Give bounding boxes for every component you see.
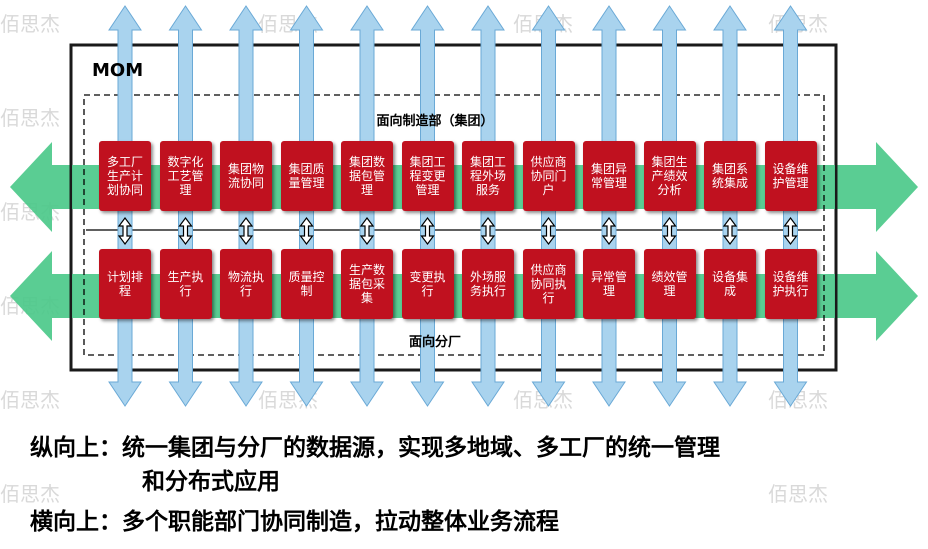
group-function-cell: 供应商协同门户 (522, 141, 575, 211)
group-function-cell: 集团工程外场服务 (462, 141, 514, 211)
group-function-cell-label: 集团工程变更管理 (409, 155, 446, 197)
group-function-cell: 集团工程变更管理 (401, 141, 454, 211)
factory-function-cell-label: 供应商协同执行 (530, 263, 567, 305)
group-function-cell: 集团异常管理 (583, 141, 635, 211)
factory-function-cell: 供应商协同执行 (522, 249, 575, 319)
dashed-frame (83, 94, 825, 356)
factory-function-cell: 绩效管理 (643, 249, 696, 319)
factory-function-cell-label: 物流执行 (227, 270, 264, 298)
connector-arrow (662, 217, 677, 245)
factory-function-cell: 外场服务执行 (462, 249, 514, 319)
factory-function-cell: 变更执行 (401, 249, 454, 319)
group-function-cell: 数字化工艺管理 (159, 141, 212, 211)
group-function-cell-label: 集团异常管理 (590, 162, 627, 190)
group-function-cell-label: 集团质量管理 (288, 162, 325, 190)
connector-arrow (420, 217, 435, 245)
connector-arrow (359, 217, 375, 245)
watermark: 佰思杰 (0, 106, 60, 130)
group-function-cell-label: 多工厂生产计划协同 (106, 155, 143, 197)
group-label: 面向制造部（集团） (376, 114, 494, 129)
group-function-cell: 集团生产绩效分析 (643, 141, 696, 211)
connector-arrow (178, 217, 193, 245)
factory-function-cell: 设备维护执行 (764, 249, 817, 319)
connector-arrow (299, 217, 314, 245)
factory-function-cell-label: 绩效管理 (651, 270, 688, 298)
factory-function-cell-label: 生产执行 (167, 270, 204, 298)
factory-function-cell: 计划排程 (99, 249, 151, 319)
vertical-description: 纵向上：统一集团与分厂的数据源，实现多地域、多工厂的统一管理 (30, 435, 720, 461)
factory-function-cell: 质量控制 (280, 249, 333, 319)
horizontal-description: 横向上：多个职能部门协同制造，拉动整体业务流程 (30, 509, 559, 535)
connector-arrow (783, 217, 798, 245)
group-function-cell-label: 供应商协同门户 (530, 155, 567, 197)
group-function-cell: 集团质量管理 (280, 141, 333, 211)
group-function-cell-label: 集团工程外场服务 (469, 155, 506, 197)
mom-label: MOM (92, 60, 144, 81)
factory-function-cell: 物流执行 (220, 249, 272, 319)
connector-arrow (238, 217, 254, 245)
connector-arrow (117, 217, 133, 245)
group-function-cell-label: 集团物流协同 (227, 162, 264, 190)
factory-function-cell: 生产数据包采集 (341, 249, 393, 319)
group-function-cell-label: 数字化工艺管理 (167, 155, 204, 197)
connector-arrow (480, 217, 496, 245)
group-function-cell-label: 集团系统集成 (711, 162, 748, 190)
factory-function-cell-label: 变更执行 (409, 270, 446, 298)
group-function-cell: 集团物流协同 (220, 141, 272, 211)
factory-function-cell-label: 质量控制 (288, 270, 325, 298)
watermark: 佰思杰 (0, 388, 60, 412)
connector-arrow (601, 217, 617, 245)
factory-function-cell: 设备集成 (704, 249, 756, 319)
factory-function-cell-label: 生产数据包采集 (348, 263, 385, 305)
factory-function-cell: 异常管理 (583, 249, 635, 319)
group-function-cell: 集团数据包管理 (341, 141, 393, 211)
group-function-cell-label: 集团数据包管理 (348, 155, 385, 197)
watermark: 佰思杰 (0, 12, 60, 36)
factory-function-cell-label: 异常管理 (590, 270, 627, 298)
vertical-description-cont: 和分布式应用 (142, 469, 280, 495)
group-function-cell-label: 设备维护管理 (772, 162, 809, 190)
factory-function-cell-label: 计划排程 (106, 270, 143, 298)
watermark: 佰思杰 (768, 482, 828, 506)
factory-function-cell-label: 设备集成 (711, 270, 748, 298)
connector-arrow (722, 217, 738, 245)
watermark: 佰思杰 (0, 482, 60, 506)
factory-function-cell-label: 外场服务执行 (469, 270, 506, 298)
group-function-cell-label: 集团生产绩效分析 (651, 155, 688, 197)
group-function-cell: 集团系统集成 (704, 141, 756, 211)
factory-function-cell-label: 设备维护执行 (772, 270, 809, 298)
connector-arrow (541, 217, 556, 245)
factory-label: 面向分厂 (408, 335, 461, 350)
group-function-cell: 设备维护管理 (764, 141, 817, 211)
factory-function-cell: 生产执行 (159, 249, 212, 319)
group-function-cell: 多工厂生产计划协同 (99, 141, 151, 211)
